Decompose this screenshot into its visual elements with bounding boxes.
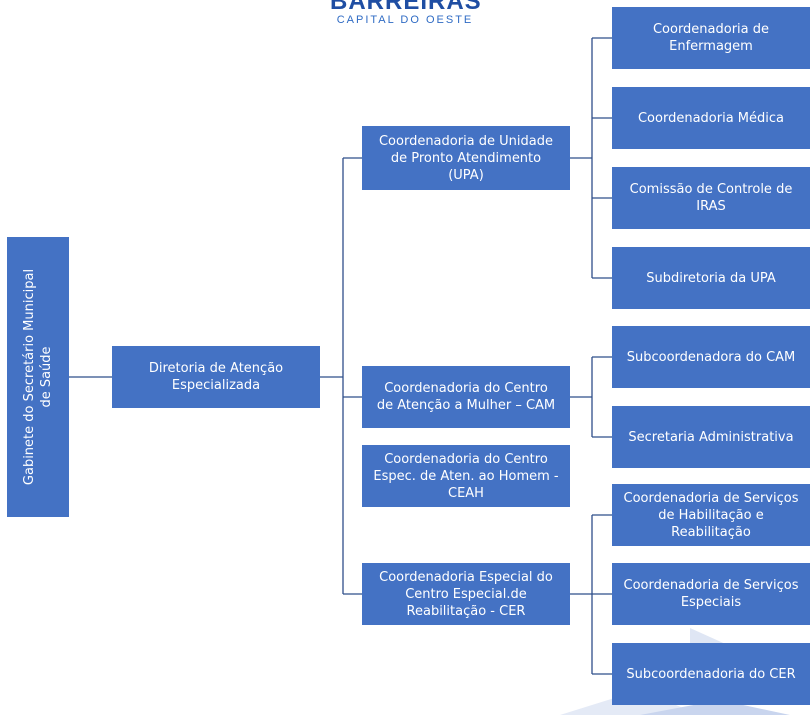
coordination-ceah: Coordenadoria do Centro Espec. de Aten. … [362, 445, 570, 507]
root-node: Gabinete do Secretário Municipal de Saúd… [7, 237, 69, 517]
coordination-cam: Coordenadoria do Centro de Atenção a Mul… [362, 366, 570, 428]
unit-cer-subcoordination: Subcoordenadoria do CER [612, 643, 810, 705]
unit-upa-subdirectorate: Subdiretoria da UPA [612, 247, 810, 309]
unit-cam-subcoordination: Subcoordenadora do CAM [612, 326, 810, 388]
unit-special-services: Coordenadoria de Serviços Especiais [612, 563, 810, 625]
logo-title: BARREIRAS [330, 0, 482, 15]
logo-subtitle: CAPITAL DO OESTE [336, 14, 474, 26]
unit-nursing: Coordenadoria de Enfermagem [612, 7, 810, 69]
unit-medical: Coordenadoria Médica [612, 87, 810, 149]
unit-iras: Comissão de Controle de IRAS [612, 167, 810, 229]
unit-habilitation-services: Coordenadoria de Serviços de Habilitação… [612, 484, 810, 546]
coordination-cer: Coordenadoria Especial do Centro Especia… [362, 563, 570, 625]
directorate-node: Diretoria de Atenção Especializada [112, 346, 320, 408]
coordination-upa: Coordenadoria de Unidade de Pronto Atend… [362, 126, 570, 190]
root-node-label: Gabinete do Secretário Municipal de Saúd… [22, 268, 54, 486]
unit-administrative-secretariat: Secretaria Administrativa [612, 406, 810, 468]
